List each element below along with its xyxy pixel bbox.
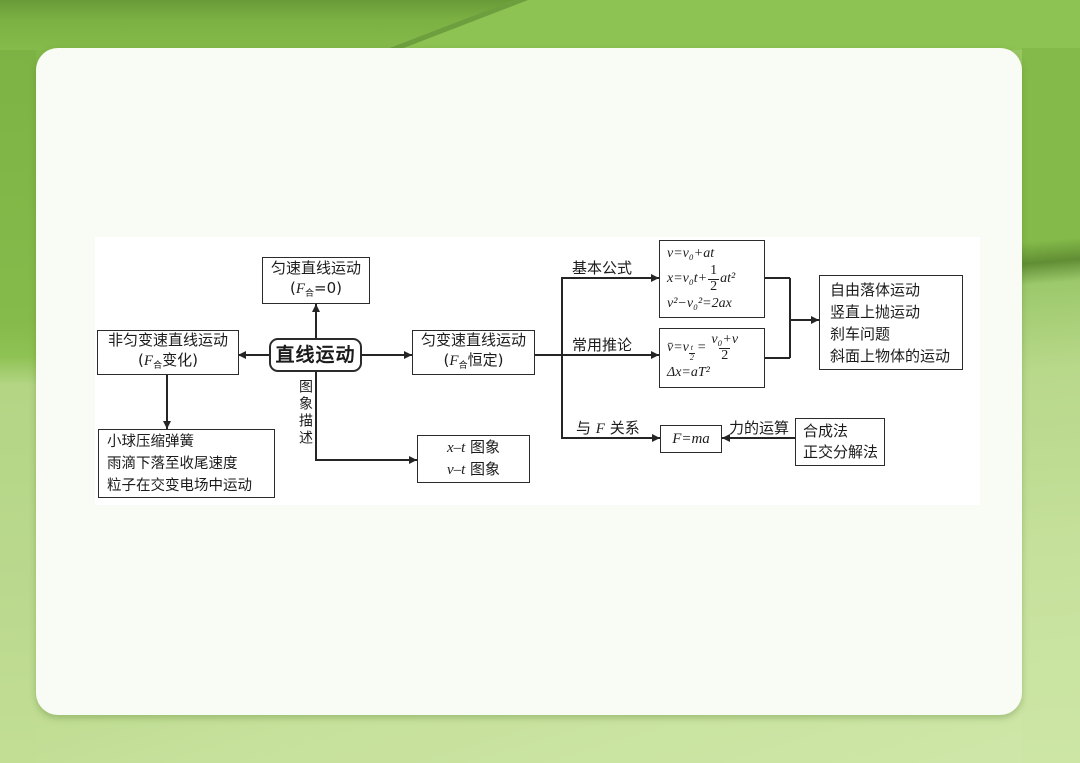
node-title: 匀速直线运动 <box>270 258 361 277</box>
example-line: 粒子在交变电场中运动 <box>107 477 252 494</box>
arrowhead-up-icon <box>312 304 320 312</box>
node-title: 非匀变速直线运动 <box>107 330 228 349</box>
node-nonuniformly-accelerated-motion: 非匀变速直线运动 (F合变化) <box>97 330 239 375</box>
right-green-band <box>1022 48 1080 763</box>
edge-label-relation-with-force: 与 F 关系 <box>576 417 640 438</box>
left-green-band <box>0 50 36 763</box>
edge-label-basic-formulas: 基本公式 <box>572 259 633 277</box>
label-text: 关系 <box>609 419 640 437</box>
node-newtons-second-law: F=ma <box>660 425 722 453</box>
arrowhead-right-icon <box>409 456 417 464</box>
node-variable-force-examples: 小球压缩弹簧 雨滴下落至收尾速度 粒子在交变电场中运动 <box>98 429 275 498</box>
connector-line <box>765 357 790 359</box>
node-linear-motion-root: 直线运动 <box>269 338 362 372</box>
label-math-f: F <box>595 421 605 437</box>
arrowhead-right-icon <box>811 316 819 324</box>
node-condition: (F合恒定) <box>443 350 504 371</box>
label-text: 与 <box>576 419 592 437</box>
arrowhead-left-icon <box>722 434 730 442</box>
application-line: 刹车问题 <box>830 324 891 343</box>
node-title: 直线运动 <box>275 344 356 366</box>
node-condition: (F合变化) <box>138 350 198 371</box>
graph-row: v–t 图象 <box>446 460 501 478</box>
application-line: 竖直上抛运动 <box>830 302 921 321</box>
formula-fma: F=ma <box>672 431 710 447</box>
formula-v2: v²−v₀²=2ax <box>667 296 732 312</box>
method-line: 合成法 <box>803 422 849 440</box>
node-motion-graphs: x–t 图象 v–t 图象 <box>417 435 530 483</box>
concept-map-panel: 基本公式 常用推论 与 F 关系 力的运算 图象描述 匀速直线运动 (F合=0)… <box>95 237 980 505</box>
edge-label-graph-description: 图象描述 <box>297 379 313 447</box>
connector-line <box>315 304 317 339</box>
edge-label-force-operations: 力的运算 <box>729 419 790 437</box>
edge-label-common-corollaries: 常用推论 <box>572 336 633 354</box>
example-line: 小球压缩弹簧 <box>107 433 194 450</box>
connector-line <box>315 459 417 461</box>
connector-line <box>315 372 317 460</box>
application-line: 斜面上物体的运动 <box>830 346 951 365</box>
connector-line <box>166 375 168 429</box>
connector-line <box>765 277 790 279</box>
connector-line <box>238 354 269 356</box>
method-line: 正交分解法 <box>803 443 879 461</box>
connector-line <box>561 437 660 439</box>
connector-line <box>789 278 791 358</box>
node-title: 匀变速直线运动 <box>420 330 526 349</box>
formula-v: v=v₀+at <box>667 245 715 261</box>
arrowhead-right-icon <box>652 434 660 442</box>
connector-line <box>362 354 412 356</box>
node-applications: 自由落体运动 竖直上抛运动 刹车问题 斜面上物体的运动 <box>819 275 963 370</box>
arrowhead-right-icon <box>404 351 412 359</box>
node-force-methods: 合成法 正交分解法 <box>795 418 885 466</box>
arrowhead-right-icon <box>651 274 659 282</box>
connector-line <box>722 437 795 439</box>
graph-row: x–t 图象 <box>446 438 501 456</box>
slide-card: 基本公式 常用推论 与 F 关系 力的运算 图象描述 匀速直线运动 (F合=0)… <box>36 48 1022 715</box>
arrowhead-down-icon <box>163 421 171 429</box>
node-uniform-linear-motion: 匀速直线运动 (F合=0) <box>262 257 370 304</box>
node-uniformly-accelerated-motion: 匀变速直线运动 (F合恒定) <box>412 330 535 375</box>
connector-line <box>535 354 659 356</box>
connector-line <box>561 277 659 279</box>
arrowhead-left-icon <box>238 351 246 359</box>
application-line: 自由落体运动 <box>830 280 921 299</box>
example-line: 雨滴下落至收尾速度 <box>107 455 238 472</box>
connector-line <box>789 319 819 321</box>
node-condition: (F合=0) <box>289 278 342 299</box>
arrowhead-right-icon <box>651 351 659 359</box>
connector-line <box>561 278 563 438</box>
formula-delta-x: Δx=aT² <box>667 365 710 381</box>
